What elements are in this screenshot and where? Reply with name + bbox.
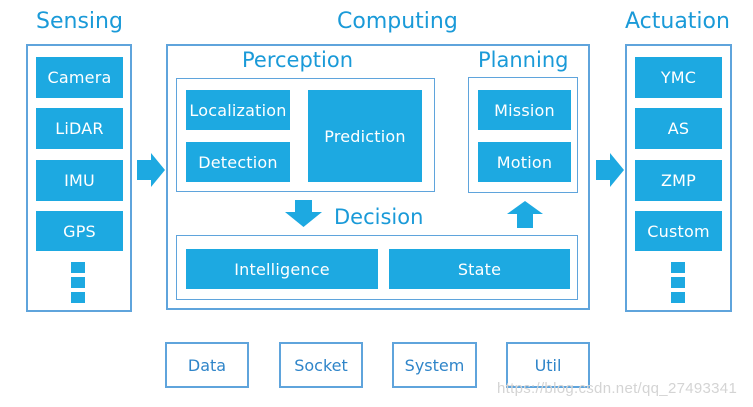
- dot: [71, 262, 85, 273]
- planning-panel: [468, 77, 578, 193]
- dot: [671, 292, 685, 303]
- planning-item-motion: Motion: [478, 142, 571, 182]
- planning-title: Planning: [478, 48, 569, 72]
- actuation-more-dots-icon: [671, 262, 685, 304]
- utility-data: Data: [165, 342, 249, 388]
- actuation-item-ymc: YMC: [635, 57, 722, 98]
- perception-item-localization: Localization: [186, 90, 290, 130]
- sensing-title: Sensing: [36, 9, 123, 34]
- arrow-right-icon: [596, 153, 624, 187]
- arrow-right-icon: [137, 153, 165, 187]
- decision-panel: [176, 235, 578, 300]
- dot: [671, 262, 685, 273]
- actuation-item-zmp: ZMP: [635, 160, 722, 201]
- computing-title: Computing: [337, 9, 458, 34]
- planning-item-mission: Mission: [478, 90, 571, 130]
- actuation-item-as: AS: [635, 108, 722, 149]
- sensing-more-dots-icon: [71, 262, 85, 304]
- arrow-down-icon: [285, 200, 322, 227]
- perception-item-prediction: Prediction: [308, 90, 422, 182]
- sensing-item-camera: Camera: [36, 57, 123, 98]
- sensing-item-lidar: LiDAR: [36, 108, 123, 149]
- sensing-item-imu: IMU: [36, 160, 123, 201]
- dot: [71, 277, 85, 288]
- utility-system: System: [392, 342, 477, 388]
- arrow-up-icon: [507, 201, 543, 228]
- utility-socket: Socket: [279, 342, 363, 388]
- decision-item-state: State: [389, 249, 570, 289]
- actuation-item-custom: Custom: [635, 211, 722, 251]
- actuation-title: Actuation: [625, 9, 730, 34]
- perception-title: Perception: [242, 48, 354, 72]
- perception-item-detection: Detection: [186, 142, 290, 182]
- dot: [71, 292, 85, 303]
- decision-item-intelligence: Intelligence: [186, 249, 378, 289]
- utility-util: Util: [506, 342, 590, 388]
- decision-title: Decision: [334, 205, 424, 229]
- perception-panel: [176, 78, 435, 192]
- dot: [671, 277, 685, 288]
- watermark: https://blog.csdn.net/qq_27493341: [497, 380, 738, 397]
- sensing-item-gps: GPS: [36, 211, 123, 251]
